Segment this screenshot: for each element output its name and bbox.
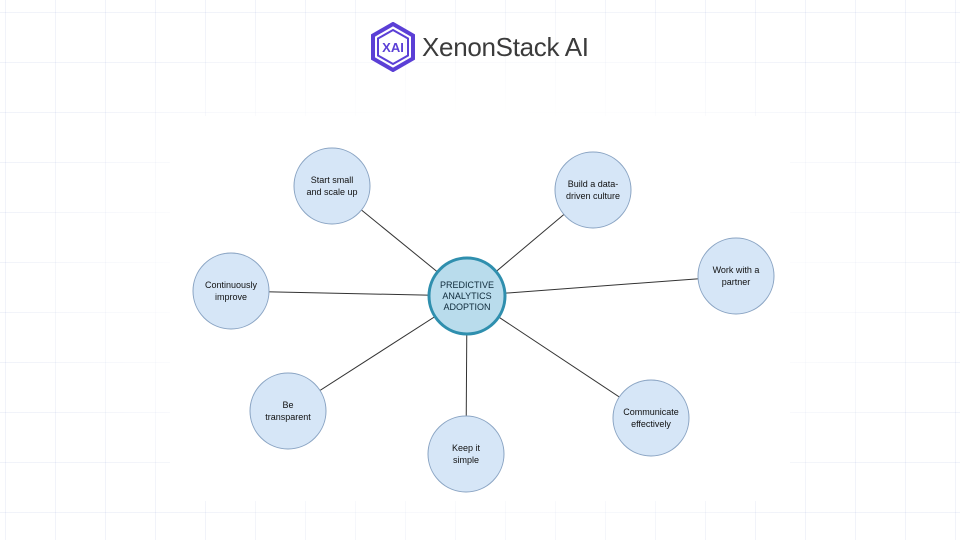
node-build-culture <box>554 151 632 229</box>
brand-name: XenonStack AI <box>422 31 589 62</box>
node-continuously-improve <box>192 252 270 330</box>
node-label-continuously-improve: Continuously improve <box>204 280 258 302</box>
node-label-start-small: Start small and scale up <box>306 175 358 197</box>
edge-work-partner <box>466 275 737 297</box>
node-label-be-transparent: Be transparent <box>265 400 311 422</box>
center-node <box>427 256 507 336</box>
diagram-canvas <box>192 147 775 493</box>
node-label-communicate: Communicate effectively <box>623 407 679 429</box>
xai-logo-icon: XAI <box>371 22 415 72</box>
diagram-panel: Start small and scale up Build a data- dr… <box>170 116 790 501</box>
node-work-partner <box>697 237 775 315</box>
logo-text: XAI <box>382 40 404 55</box>
node-label-keep-simple: Keep it simple <box>451 443 481 465</box>
center-node-label: PREDICTIVE ANALYTICS ADOPTION <box>439 279 494 312</box>
node-be-transparent <box>249 372 327 450</box>
brand-header: XAI XenonStack AI <box>370 22 589 72</box>
node-start-small <box>293 147 371 225</box>
node-communicate <box>612 379 690 457</box>
node-label-work-partner: Work with a partner <box>712 265 760 287</box>
node-keep-simple <box>427 415 505 493</box>
node-label-build-culture: Build a data- driven culture <box>565 179 621 201</box>
